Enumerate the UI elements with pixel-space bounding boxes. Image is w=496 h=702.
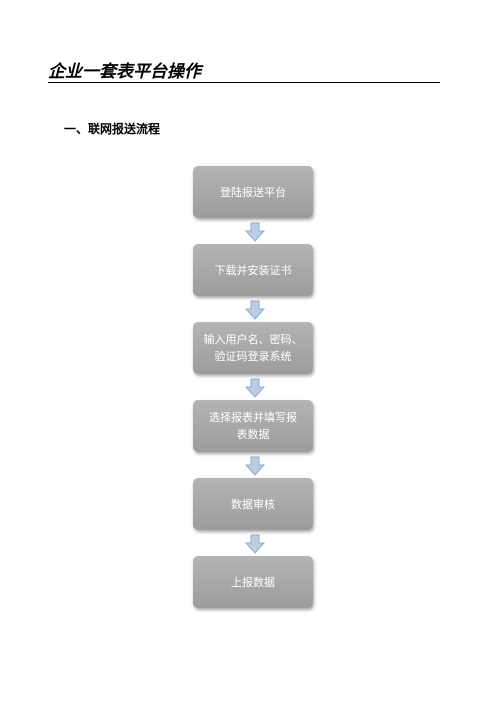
flow-step-label: 登陆报送平台 (220, 185, 286, 199)
flow-step-submit-data: 上报数据 (193, 556, 313, 608)
down-arrow-icon (245, 534, 265, 554)
flow-step-fill-report: 选择报表并填写报 表数据 (193, 400, 313, 452)
section-heading: 一、联网报送流程 (64, 122, 161, 136)
title-underline-rule (48, 82, 440, 83)
flow-step-install-certificate: 下载并安装证书 (193, 244, 313, 296)
document-title: 企业一套表平台操作 (48, 62, 201, 82)
down-arrow-icon (245, 222, 265, 242)
flow-step-login-platform: 登陆报送平台 (193, 166, 313, 218)
flow-step-data-review: 数据审核 (193, 478, 313, 530)
flow-step-label: 输入用户名、密码、 验证码登录系统 (203, 333, 303, 363)
flow-step-label: 上报数据 (231, 575, 275, 589)
down-arrow-icon (245, 456, 265, 476)
flow-step-enter-credentials: 输入用户名、密码、 验证码登录系统 (193, 322, 313, 374)
flow-step-label: 数据审核 (231, 497, 275, 511)
flow-step-label: 选择报表并填写报 表数据 (209, 411, 297, 441)
down-arrow-icon (245, 378, 265, 398)
flow-step-label: 下载并安装证书 (214, 263, 292, 277)
down-arrow-icon (245, 300, 265, 320)
